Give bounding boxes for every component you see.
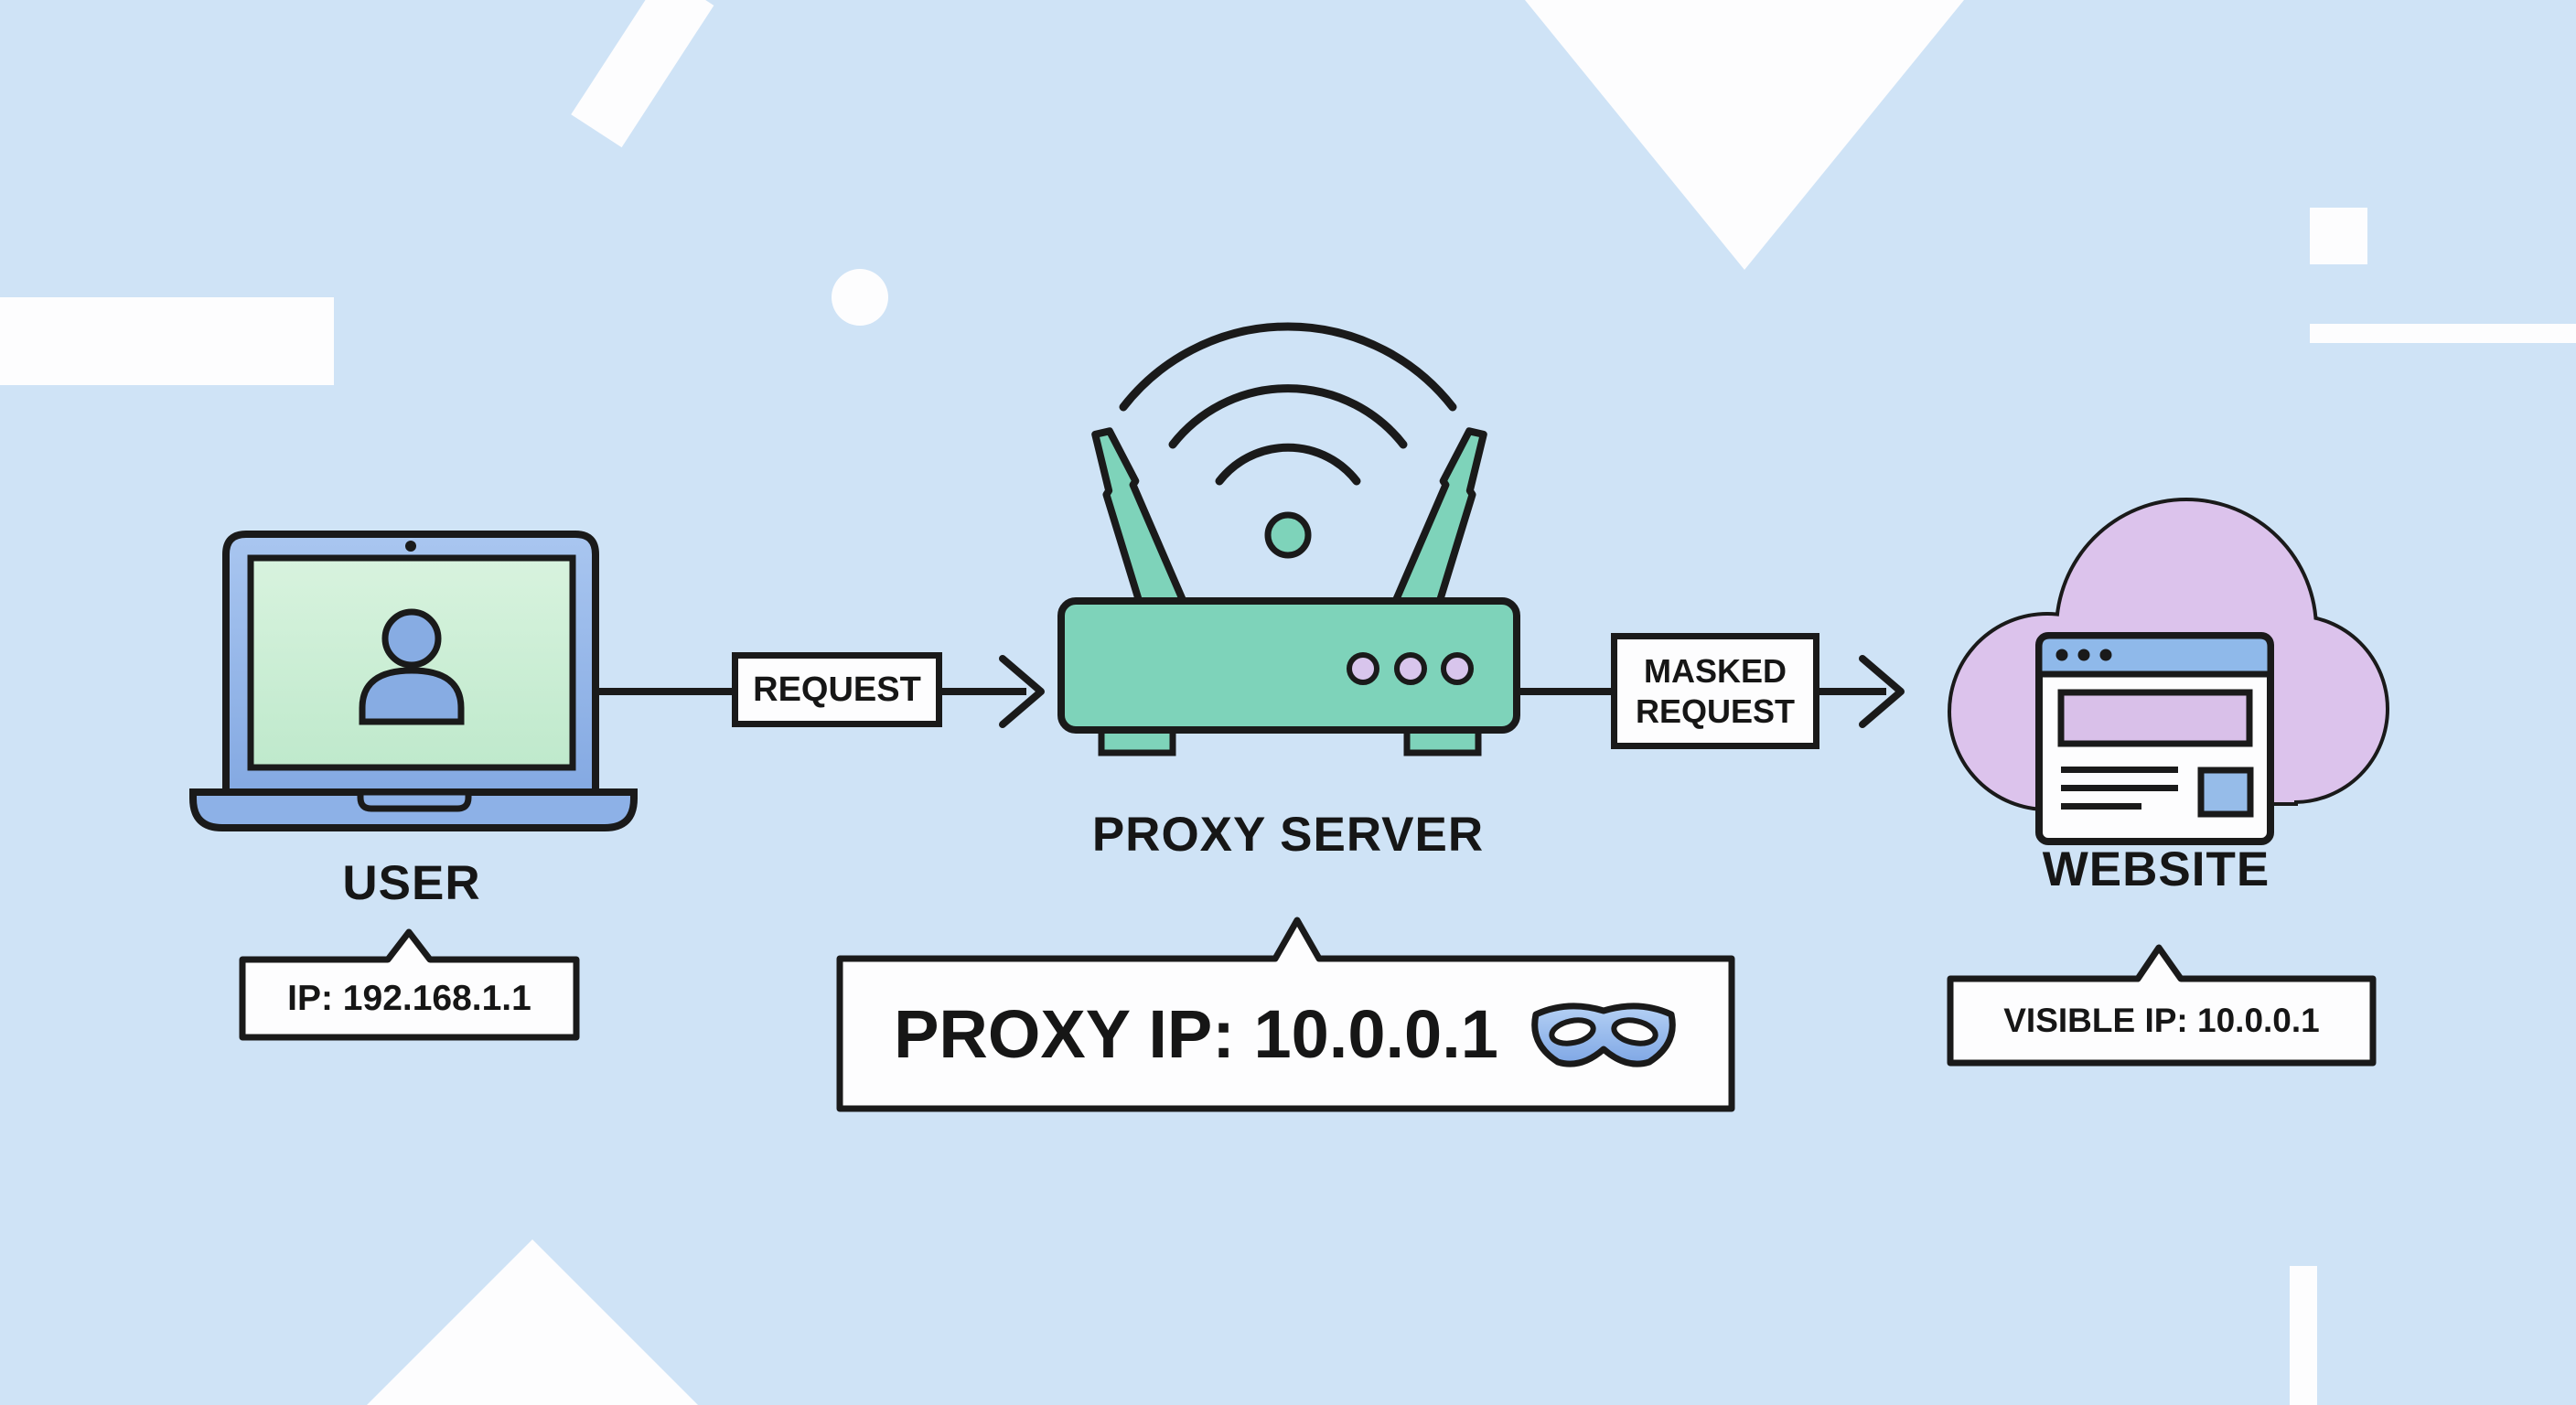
browser-text-lines [2061,767,2178,810]
request-arrowhead-icon [999,655,1045,728]
decorative-triangle-top [1525,0,1964,270]
router-led-lights [1347,652,1474,685]
decorative-diamond-bottom [351,1239,714,1405]
browser-thumbnail [2197,767,2254,818]
wifi-signal-icon [1119,322,1457,559]
decorative-circle [832,269,888,326]
request-label-box: REQUEST [732,652,942,727]
browser-window-dots [2055,649,2112,661]
decorative-stripe [571,0,714,148]
webcam-dot-icon [405,541,416,552]
browser-hero-banner [2057,689,2253,747]
decorative-rectangle-left [0,297,334,385]
wifi-router-icon [1057,322,1520,756]
user-ip-bubble [239,928,580,1041]
decorative-bar-bottom-right [2290,1266,2317,1405]
browser-titlebar [2035,632,2274,678]
antenna-left [1091,427,1186,617]
user-ip-text: IP: 192.168.1.1 [287,978,531,1018]
masked-request-arrowhead-icon [1859,655,1905,728]
laptop-user-icon [189,531,638,831]
website-node-label: WEBSITE [2042,842,2270,896]
decorative-square [2310,208,2367,264]
router-body [1057,597,1520,734]
masquerade-mask-icon [1531,1003,1676,1067]
visible-ip-text: VISIBLE IP: 10.0.0.1 [2003,1002,2320,1039]
browser-window-icon [2035,632,2274,845]
user-node-label: USER [342,855,481,910]
visible-ip-bubble [1947,944,2377,1067]
cloud-browser-icon [1948,498,2389,845]
proxy-node-label: PROXY SERVER [1091,807,1485,862]
proxy-ip-text: PROXY IP: 10.0.0.1 [894,995,1498,1072]
masked-request-label-box: MASKED REQUEST [1611,633,1819,749]
proxy-ip-bubble [836,917,1735,1112]
person-avatar-icon [359,608,465,725]
laptop-notch [357,788,472,812]
antenna-right [1392,427,1487,617]
ip-bubbles [239,917,2377,1112]
proxy-ip-content: PROXY IP: 10.0.0.1 [840,959,1732,1109]
decorative-bar-top-right [2310,324,2576,343]
